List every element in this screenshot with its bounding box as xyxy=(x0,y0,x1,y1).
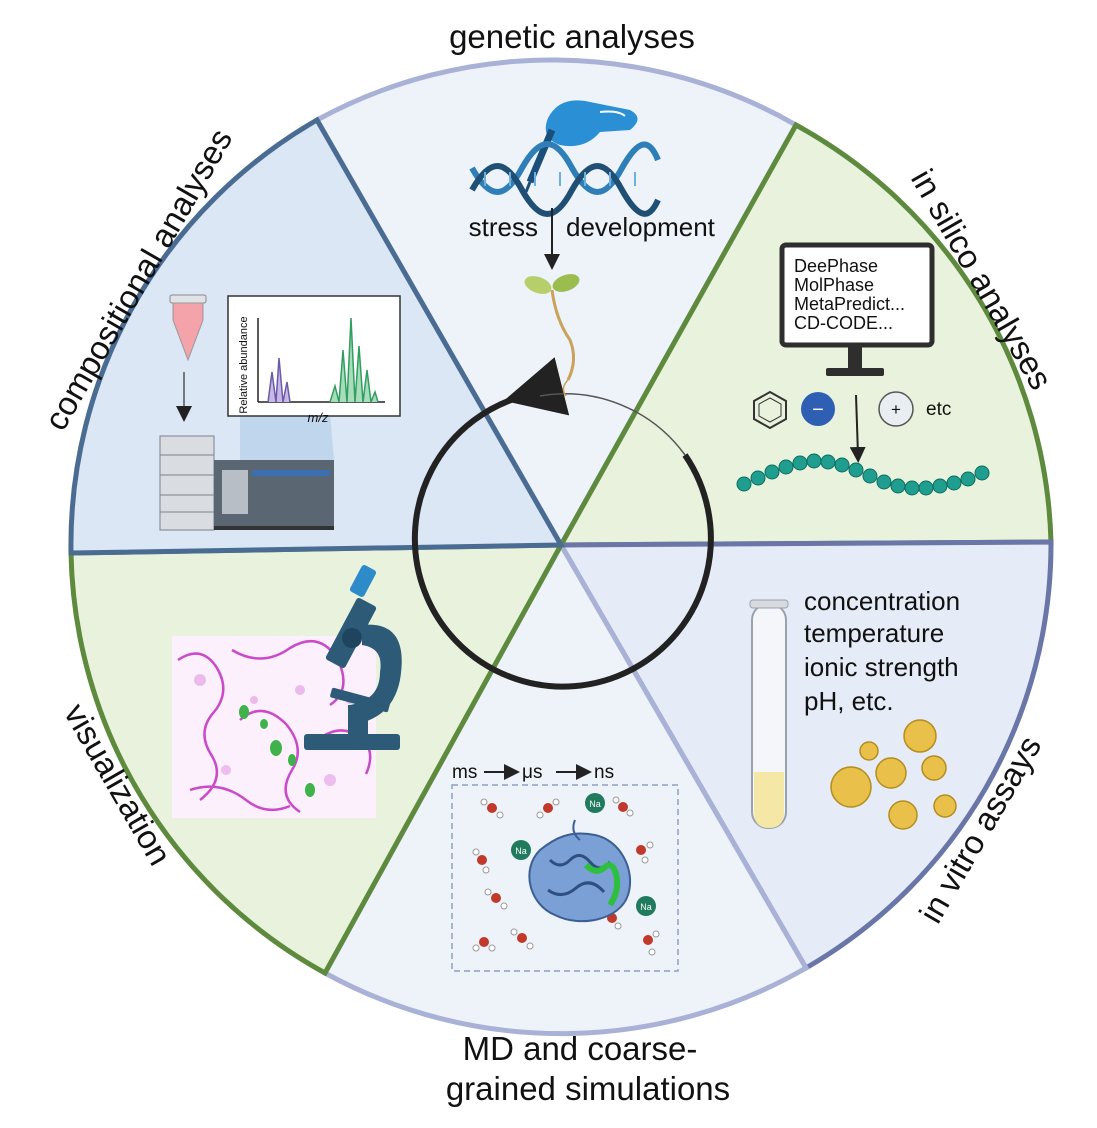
condition-concentration: concentration xyxy=(804,586,960,616)
sample-tube-icon xyxy=(169,294,207,422)
mass-spectrometer-icon xyxy=(159,435,334,531)
microscope-icon xyxy=(304,565,402,750)
cycle-arrow xyxy=(411,357,714,690)
sodium-ion: Na xyxy=(636,896,656,916)
spectrum-y-label: Relative abundance xyxy=(238,316,250,413)
svg-text:Na: Na xyxy=(640,902,652,912)
computer-monitor-icon xyxy=(779,242,935,376)
svg-text:Na: Na xyxy=(589,799,601,809)
mass-spectrum-chart: Relative abundance m/z xyxy=(227,295,401,460)
protein-structure-icon xyxy=(528,819,632,923)
invitro-panel: concentration temperature ionic strength… xyxy=(749,586,960,830)
water-molecules xyxy=(472,796,660,956)
insilico-down-arrow xyxy=(849,394,866,463)
negative-charge-icon xyxy=(801,392,835,426)
visualization-panel xyxy=(172,565,402,818)
tool-metapredict: MetaPredict... xyxy=(794,294,905,314)
plus-sign: + xyxy=(891,400,901,419)
condition-ionic-strength: ionic strength xyxy=(804,652,959,682)
genetic-development-label: development xyxy=(566,212,716,242)
test-tube-icon xyxy=(749,599,789,829)
sodium-ion: Na xyxy=(511,840,531,860)
timescale-ms: ms xyxy=(452,762,477,783)
svg-text:Na: Na xyxy=(515,846,527,856)
condition-ph: pH, etc. xyxy=(804,686,894,716)
simulation-panel: ms μs ns xyxy=(451,762,679,972)
insilico-etc: etc xyxy=(926,399,951,420)
seedling-icon xyxy=(524,274,580,397)
simulation-box xyxy=(451,784,679,972)
dna-icon xyxy=(469,141,661,217)
positive-charge-icon xyxy=(878,391,914,427)
sodium-ion: Na xyxy=(585,793,605,813)
segment-simulations xyxy=(321,539,810,1037)
polymer-chain-icon xyxy=(736,453,990,496)
droplets-icon xyxy=(830,719,957,830)
segment-invitro xyxy=(556,539,1054,972)
genetic-panel: stress development xyxy=(469,100,716,397)
hand-pen-icon xyxy=(524,100,638,193)
tool-deephase: DeePhase xyxy=(794,256,878,276)
label-genetic: genetic analyses xyxy=(449,18,695,55)
label-simulations-2: grained simulations xyxy=(446,1070,730,1107)
segment-genetic xyxy=(313,57,800,551)
benzene-icon xyxy=(753,390,787,430)
genetic-stress-label: stress xyxy=(469,212,538,242)
minus-sign: − xyxy=(812,399,824,421)
label-simulations-1: MD and coarse- xyxy=(463,1030,698,1067)
condition-temperature: temperature xyxy=(804,618,944,648)
tool-molphase: MolPhase xyxy=(794,275,874,295)
timescale-us: μs xyxy=(522,762,542,783)
spectrum-x-label: m/z xyxy=(308,410,329,425)
tool-cdcode: CD-CODE... xyxy=(794,313,893,333)
insilico-panel: DeePhase MolPhase MetaPredict... CD-CODE… xyxy=(736,242,990,496)
timescale-ns: ns xyxy=(594,762,614,783)
compositional-panel: Relative abundance m/z xyxy=(159,294,401,531)
